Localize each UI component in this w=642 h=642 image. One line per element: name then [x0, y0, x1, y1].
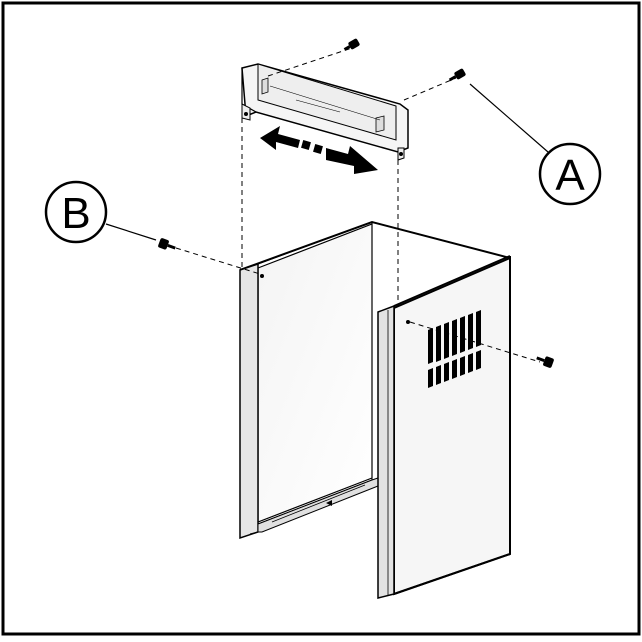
vent-slots: [428, 310, 481, 388]
cover-front-panel: [393, 256, 511, 596]
chimney-cover: [239, 220, 511, 599]
guide-lines: [175, 47, 541, 363]
left-screw-hole: [260, 274, 264, 278]
callout-b: B: [44, 180, 157, 244]
cover-back-wall: [257, 223, 373, 523]
double-arrow-icon: [260, 126, 378, 174]
cover-left-flange: [239, 262, 259, 540]
callout-a-label: A: [555, 151, 585, 200]
screw-icon: [158, 38, 554, 368]
callout-b-label: B: [61, 189, 90, 238]
callout-a: A: [469, 83, 602, 206]
right-screw-hole: [406, 320, 410, 324]
mounting-bracket: [241, 63, 409, 161]
cover-right-flange: [377, 304, 395, 599]
